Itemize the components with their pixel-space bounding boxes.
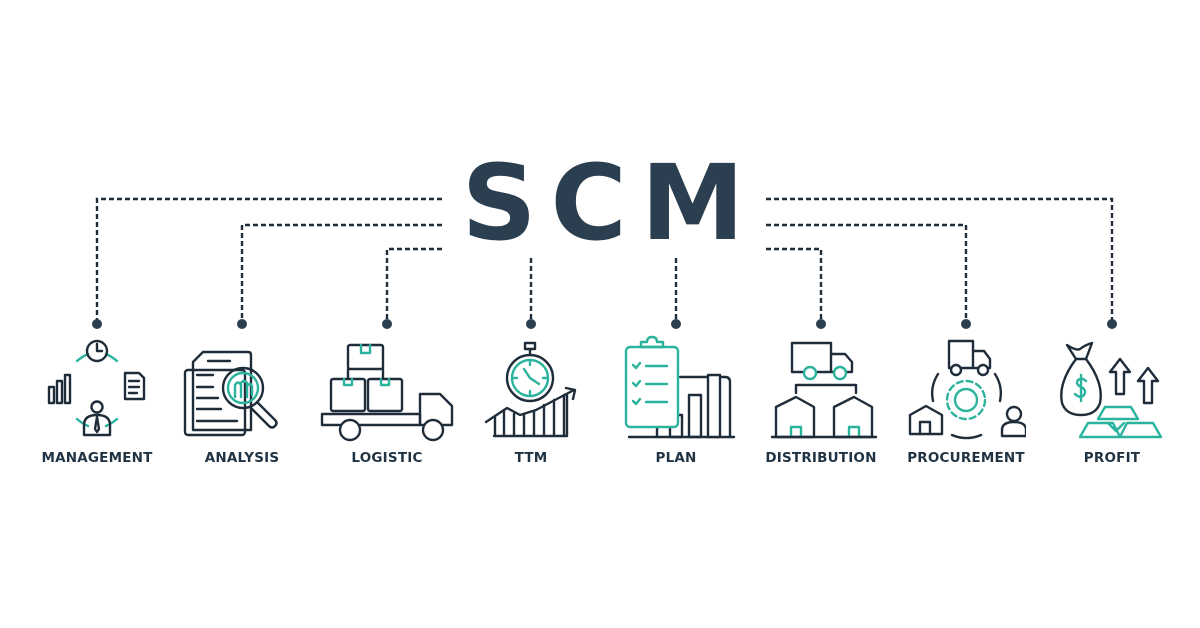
- management-cycle-icon: [47, 339, 146, 437]
- connector-procurement: [766, 223, 968, 324]
- label-logistic: LOGISTIC: [351, 450, 423, 466]
- connector-dot-distribution: [816, 319, 826, 329]
- moneybag-gold-arrows-icon: [1060, 341, 1163, 439]
- diagram-title: SCM: [461, 142, 759, 264]
- connector-distribution: [766, 247, 823, 324]
- label-ttm: TTM: [514, 450, 548, 466]
- connector-dot-profit: [1107, 319, 1117, 329]
- connector-dot-logistic: [382, 319, 392, 329]
- connector-management: [95, 197, 442, 324]
- truck-boxes-icon: [320, 343, 454, 442]
- connector-analysis: [240, 223, 442, 324]
- truck-warehouses-icon: [770, 341, 878, 439]
- connector-dot-plan: [671, 319, 681, 329]
- label-plan: PLAN: [655, 450, 697, 466]
- label-management: MANAGEMENT: [41, 450, 153, 466]
- connector-dot-analysis: [237, 319, 247, 329]
- connector-dot-procurement: [961, 319, 971, 329]
- stopwatch-growth-icon: [484, 341, 577, 438]
- label-analysis: ANALYSIS: [204, 450, 280, 466]
- document-magnifier-icon: [183, 350, 278, 437]
- gear-truck-house-person-icon: [908, 339, 1026, 440]
- connector-profit: [766, 197, 1114, 324]
- label-distribution: DISTRIBUTION: [765, 450, 877, 466]
- label-profit: PROFIT: [1083, 450, 1141, 466]
- clipboard-chart-icon: [624, 335, 736, 439]
- connector-dot-management: [92, 319, 102, 329]
- connector-dot-ttm: [526, 319, 536, 329]
- connector-logistic: [385, 247, 442, 324]
- label-procurement: PROCUREMENT: [907, 450, 1025, 466]
